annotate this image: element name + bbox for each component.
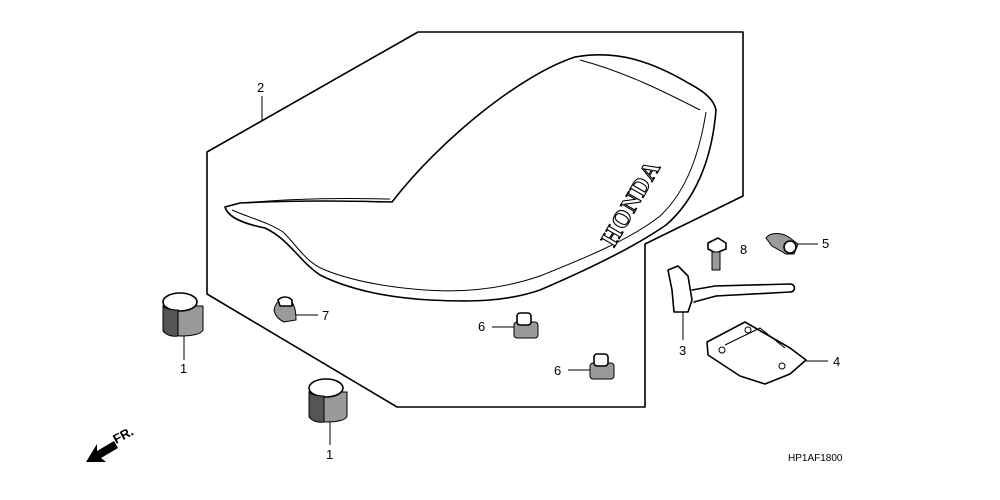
diagram-code: HP1AF1800 xyxy=(788,453,843,464)
assembly-boundary xyxy=(206,31,744,408)
seat-edge-line xyxy=(231,111,707,292)
seat-outline xyxy=(224,54,717,302)
flange-bolt[interactable] xyxy=(707,237,727,271)
callout-5: 5 xyxy=(822,236,829,251)
seat-latch-plate[interactable] xyxy=(706,321,807,385)
front-direction-indicator: FR. xyxy=(86,424,136,462)
seat-lock-hook[interactable] xyxy=(667,265,796,313)
callout-3: 3 xyxy=(679,343,686,358)
callout-8: 8 xyxy=(740,242,747,257)
seat-bumper-rubber-left[interactable] xyxy=(162,292,204,337)
callout-1b: 1 xyxy=(326,447,333,462)
callout-4: 4 xyxy=(833,354,840,369)
seat-bumper-rubber-bottom[interactable] xyxy=(308,378,348,423)
seat-cushion-lower[interactable] xyxy=(589,353,615,380)
callout-7: 7 xyxy=(322,308,329,323)
callout-2: 2 xyxy=(257,80,264,95)
callout-6b: 6 xyxy=(554,363,561,378)
callout-6a: 6 xyxy=(478,319,485,334)
seat[interactable]: HONDA xyxy=(224,54,717,302)
seat-cushion-center[interactable] xyxy=(513,312,539,339)
seat-top-seam xyxy=(241,197,391,204)
leader-lines xyxy=(183,96,828,445)
front-arrow-icon xyxy=(86,441,118,462)
callout-1a: 1 xyxy=(180,361,187,376)
seat-grommet[interactable] xyxy=(273,296,297,323)
harness-clip[interactable] xyxy=(765,233,799,255)
seat-foam-seam xyxy=(579,59,701,111)
